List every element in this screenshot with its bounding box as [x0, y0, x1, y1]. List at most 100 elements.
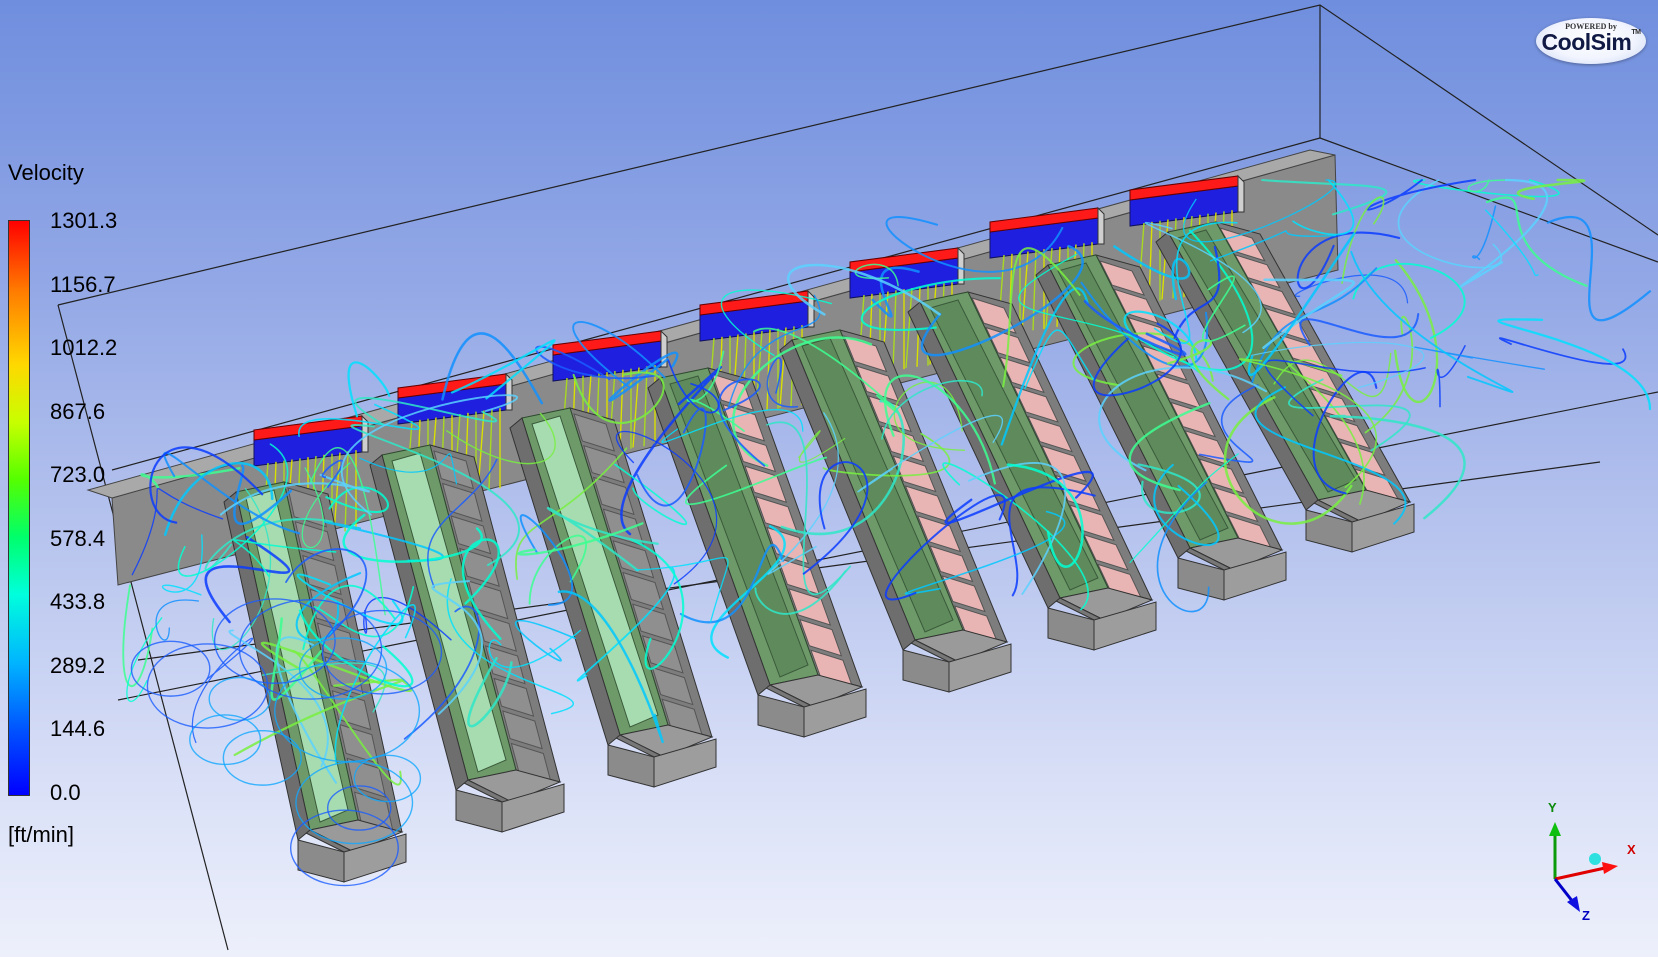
legend-tick-label: 1301.3 [50, 208, 118, 233]
server-unit [1323, 414, 1371, 450]
streamline [1254, 386, 1407, 525]
streamline [514, 619, 576, 662]
supply-jet [643, 366, 648, 447]
streamline [325, 486, 389, 514]
streamline [1261, 178, 1388, 216]
streamline [1223, 396, 1353, 525]
recirculation-loop [321, 609, 443, 695]
supply-jet [1032, 250, 1037, 331]
server-unit [302, 554, 342, 596]
streamline [301, 462, 351, 549]
streamline [1024, 329, 1095, 390]
streamline [275, 636, 337, 784]
crac-unit-side [1097, 206, 1105, 245]
streamline [347, 361, 391, 418]
server-unit [1184, 429, 1231, 466]
streamline [634, 557, 729, 623]
streamline [1472, 205, 1497, 261]
streamline [1546, 215, 1652, 322]
streamline [1467, 179, 1512, 193]
cold-aisle-containment [929, 299, 1099, 591]
legend-tick-label: 1012.2 [50, 335, 118, 360]
legend-tick-label: 1156.7 [50, 271, 116, 297]
crac-unit-side [1237, 174, 1245, 213]
streamline [920, 244, 1084, 357]
rack-base-side [501, 783, 565, 833]
recirculation-loop [289, 809, 399, 887]
streamline [260, 641, 413, 693]
streamline [1459, 178, 1548, 288]
streamline [1485, 196, 1588, 287]
streamline [295, 572, 362, 642]
streamline [679, 543, 785, 624]
streamline [1238, 358, 1377, 489]
streamline [1113, 245, 1191, 301]
server-unit [799, 618, 843, 657]
streamline [1202, 275, 1246, 343]
streamline [1156, 481, 1210, 613]
streamline [488, 629, 582, 668]
streamline [1393, 259, 1439, 404]
streamline [857, 414, 1003, 493]
streamline [515, 447, 628, 580]
streamline [885, 215, 1064, 273]
streamline [881, 380, 983, 440]
streamline [441, 332, 544, 405]
coolsim-logo: POWERED by CoolSimTM [1536, 18, 1646, 64]
streamline [1397, 179, 1503, 269]
streamline [904, 510, 1066, 595]
supply-jet [333, 452, 341, 533]
streamline [1129, 229, 1254, 372]
cold-aisle-containment [531, 415, 659, 728]
streamline [1167, 338, 1230, 401]
server-unit [592, 476, 635, 516]
server-unit [583, 444, 625, 484]
streamline [403, 605, 480, 740]
server-unit [622, 571, 665, 611]
streamline [149, 446, 264, 524]
streamline [1000, 287, 1089, 446]
streamline [1129, 453, 1239, 564]
logo-name-text: CoolSim [1541, 29, 1632, 55]
server-unit [929, 545, 974, 583]
streamline [1209, 230, 1337, 262]
rack-left-face [907, 301, 1061, 609]
streamline [1350, 250, 1514, 393]
server-unit [1027, 415, 1073, 453]
streamline [177, 443, 289, 577]
server-unit [892, 455, 937, 493]
streamline [191, 637, 254, 744]
streamline [615, 430, 718, 585]
streamline [285, 548, 368, 638]
streamline [1485, 209, 1539, 277]
streamline [1183, 179, 1336, 243]
rack-base-side [343, 833, 407, 883]
streamline [1312, 370, 1378, 495]
server-unit [1013, 385, 1059, 423]
server-unit [573, 413, 616, 452]
streamline [1123, 310, 1198, 361]
server-unit [1041, 445, 1087, 482]
streamline [1413, 179, 1560, 198]
crac-unit-side [957, 246, 965, 285]
streamline [1144, 221, 1262, 334]
streamline [163, 451, 301, 535]
server-unit [651, 666, 694, 706]
streamline [614, 463, 688, 526]
streamline [557, 590, 664, 744]
streamline [1098, 366, 1268, 472]
streamline [1250, 341, 1425, 389]
streamline [802, 461, 869, 575]
supply-jet [488, 409, 493, 490]
legend-unit: [ft/min] [8, 822, 75, 847]
streamline [1292, 179, 1355, 236]
streamline [446, 578, 574, 715]
recirculation-loop [208, 676, 271, 721]
streamline [1002, 247, 1081, 388]
rack-base-side [948, 643, 1012, 693]
streamline [1264, 359, 1426, 417]
server-unit [1099, 260, 1146, 296]
streamline [1251, 267, 1378, 383]
cold-aisle-containment [1057, 262, 1229, 541]
